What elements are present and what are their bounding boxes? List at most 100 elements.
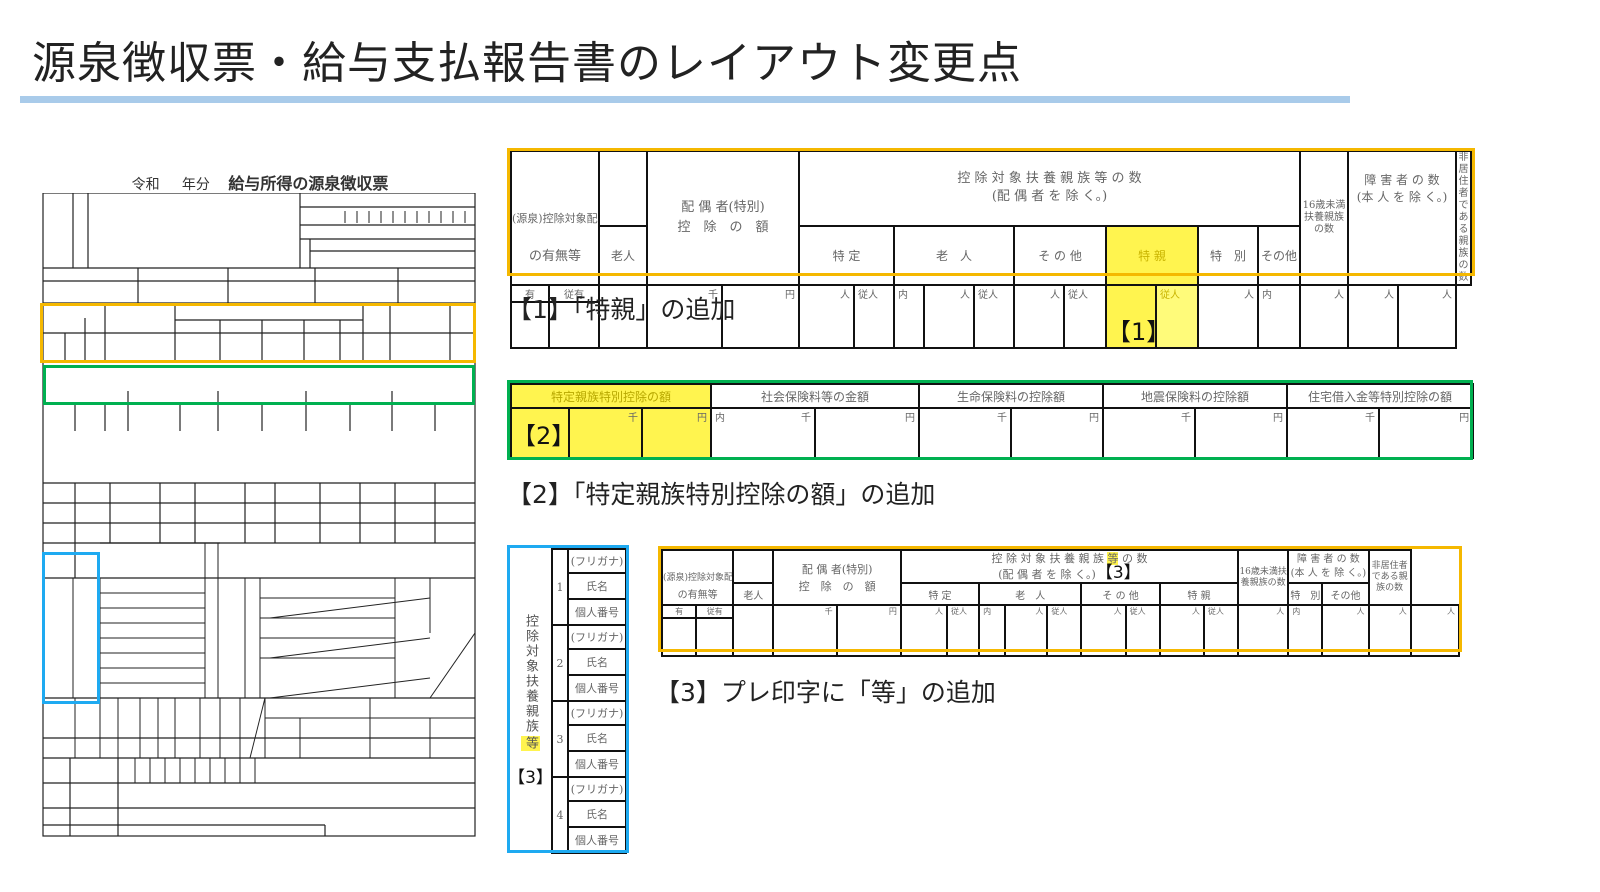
column-housing-loan: 住宅借入金等特別控除の額 — [1286, 383, 1475, 409]
header-specific: 特 定 — [798, 224, 896, 287]
vertical-label-main: 控除対象扶養親族 — [523, 614, 538, 734]
thumbnail-form-title: 給与所得の源泉徴収票 — [228, 174, 389, 193]
social-unit-en: 円 — [813, 407, 921, 459]
tokushin-cell-nin: 【1】 — [1105, 284, 1158, 349]
unit-nin-old: 人 — [1004, 604, 1049, 657]
dependent-row-number: 1 — [551, 548, 569, 626]
social-unit-sen: 内千 — [710, 407, 816, 459]
header-under16: 16歳未満扶養親族の数 — [1237, 549, 1290, 606]
furigana-label: (フリガナ) — [567, 624, 627, 650]
unit-nin-nonresident: 人 — [1397, 284, 1458, 349]
unit-junin-old: 従人 — [1046, 604, 1083, 657]
header-spouse-presence: (源泉)控除対象配偶者 — [510, 150, 600, 226]
social-unit-uchi: 内 — [715, 413, 725, 424]
unit-nin-other: 人 — [1080, 604, 1127, 657]
header-spouse-deduction: 配 偶 者(特別) 控 除 の 額 — [772, 549, 902, 606]
life-unit-sen: 千 — [918, 407, 1013, 459]
header-other: そ の 他 — [1080, 582, 1161, 606]
unit-nin-disabled-other: 人 — [1347, 284, 1400, 349]
header-dependents: 控 除 対 象 扶 養 親 族 等 の 数 (配 偶 者 を 除 く。) — [798, 150, 1302, 226]
section1-form-excerpt: (源泉)控除対象配偶者 配 偶 者(特別) 控 除 の 額 控 除 対 象 扶 … — [510, 150, 1472, 349]
header-elderly: 老人 — [598, 224, 648, 287]
unit-nin-disabled-other: 人 — [1367, 604, 1412, 657]
form-thumbnail: 令和 年分 給与所得の源泉徴収票 — [40, 165, 480, 845]
name-label: 氏名 — [567, 724, 627, 752]
unit-nin-under16: 人 — [1237, 604, 1290, 657]
unit-jun-yes: 従有 — [548, 284, 600, 303]
column-life-insurance: 生命保険料の控除額 — [918, 383, 1105, 409]
header-under16: 16歳未満扶養親族の数 — [1299, 150, 1350, 286]
unit-junin-tokushin: 従人 — [1202, 604, 1240, 657]
unit-uchi-special: 内 — [1287, 604, 1324, 657]
thumbnail-title: 令和 年分 給与所得の源泉徴収票 — [40, 170, 480, 194]
header-disabled: 障 害 者 の 数 (本 人 を 除 く。) — [1347, 150, 1458, 226]
header-other: そ の 他 — [1013, 224, 1108, 287]
mynumber-label: 個人番号 — [567, 598, 627, 626]
header-old: 老 人 — [978, 582, 1083, 606]
unit-junin-other: 従人 — [1063, 284, 1108, 349]
header-elderly: 老人 — [732, 582, 775, 606]
unit-junin-specific: 従人 — [853, 284, 896, 349]
furigana-label: (フリガナ) — [567, 700, 627, 726]
dependent-row-number: 2 — [551, 624, 569, 702]
unit-sen: 千 — [646, 284, 723, 349]
column-earthquake-insurance: 地震保険料の控除額 — [1102, 383, 1289, 409]
unit-yes: 有 — [660, 604, 698, 619]
column-tokutei-shinzoku-added: 特定親族特別控除の額 — [510, 383, 712, 409]
header-disabled-other: その他 — [1257, 224, 1302, 287]
unit-nin-special: 人 — [1299, 284, 1350, 349]
header-special: 特 別 — [1197, 224, 1260, 287]
header-tokushin: 特 親 — [1158, 582, 1240, 606]
mynumber-label: 個人番号 — [567, 674, 627, 702]
unit-uchi-old: 内 — [978, 604, 1007, 657]
section3-form-excerpt: (源泉)控除対象配偶者 配 偶 者(特別) 控 除 の 額 控 除 対 象 扶 … — [660, 549, 1461, 657]
name-label: 氏名 — [567, 800, 627, 828]
unit-yes: 有 — [510, 284, 550, 303]
header-disabled: 障 害 者 の 数 (本 人 を 除 く。) — [1287, 549, 1370, 583]
header-disabled-other: その他 — [1321, 582, 1370, 606]
header-special: 特 別 — [1287, 582, 1324, 606]
unit-nin-old: 人 — [923, 284, 976, 349]
mynumber-label: 個人番号 — [567, 826, 627, 854]
unit-nin-nonresident: 人 — [1409, 604, 1461, 657]
title-underline — [20, 96, 1350, 103]
earthquake-unit-sen: 千 — [1102, 407, 1197, 459]
unit-junin-old: 従人 — [973, 284, 1016, 349]
unit-nin-tokushin: 人 — [1158, 604, 1205, 657]
tokutei-cell-marker: 【2】 — [510, 407, 570, 459]
marker-3: 【3】 — [1095, 563, 1141, 583]
header-nonresident: 非居住者である親族の数 — [1455, 150, 1472, 286]
unit-junin-specific: 従人 — [945, 604, 981, 657]
dependent-row-number: 3 — [551, 700, 569, 778]
header-spouse-presence2: の有無等 — [510, 225, 600, 287]
slide-title: 源泉徴収票・給与支払報告書のレイアウト変更点 — [32, 38, 1022, 89]
header-nonresident: 非居住者である親族の数 — [1367, 549, 1412, 606]
vertical-label-cell: 控除対象扶養親族 等 【3】 — [510, 549, 553, 853]
name-label: 氏名 — [567, 572, 627, 600]
unit-nin-specific: 人 — [899, 604, 949, 657]
unit-nin-other: 人 — [1013, 284, 1066, 349]
tokushin-cell-junin: 従人 — [1155, 284, 1200, 349]
unit-en: 円 — [720, 284, 801, 349]
section2-caption: 【2】「特定親族特別控除の額」の追加 — [507, 480, 936, 509]
housing-unit-en: 円 — [1378, 407, 1475, 459]
life-unit-en: 円 — [1010, 407, 1105, 459]
header-dependents-with-tou: 控 除 対 象 扶 養 親 族 等 の 数 (配 偶 者 を 除 く。)【3】 — [899, 549, 1240, 583]
marker-1: 【1】 — [1107, 318, 1154, 346]
furigana-label: (フリガナ) — [567, 548, 627, 574]
section3-caption: 【3】プレ印字に「等」の追加 — [655, 678, 996, 707]
header-spouse-presence: (源泉)控除対象配偶者 — [660, 549, 735, 583]
thumbnail-form-lines — [42, 193, 476, 837]
tokutei-unit-en: 円 — [641, 407, 712, 459]
unit-nin-specific: 人 — [798, 284, 856, 349]
name-label: 氏名 — [567, 648, 627, 676]
earthquake-unit-en: 円 — [1194, 407, 1289, 459]
unit-uchi-special: 内 — [1257, 284, 1302, 349]
section2-form-excerpt: 特定親族特別控除の額 社会保険料等の金額 生命保険料の控除額 地震保険料の控除額… — [510, 383, 1475, 459]
section1-caption: 【1】「特親」の追加 — [507, 295, 736, 324]
header-spouse-deduction: 配 偶 者(特別) 控 除 の 額 — [645, 150, 801, 286]
unit-nin-special: 人 — [1321, 604, 1370, 657]
added-tou-char: 等 — [1107, 552, 1119, 565]
thumbnail-year: 年分 — [181, 177, 210, 193]
header-old: 老 人 — [893, 224, 1016, 287]
